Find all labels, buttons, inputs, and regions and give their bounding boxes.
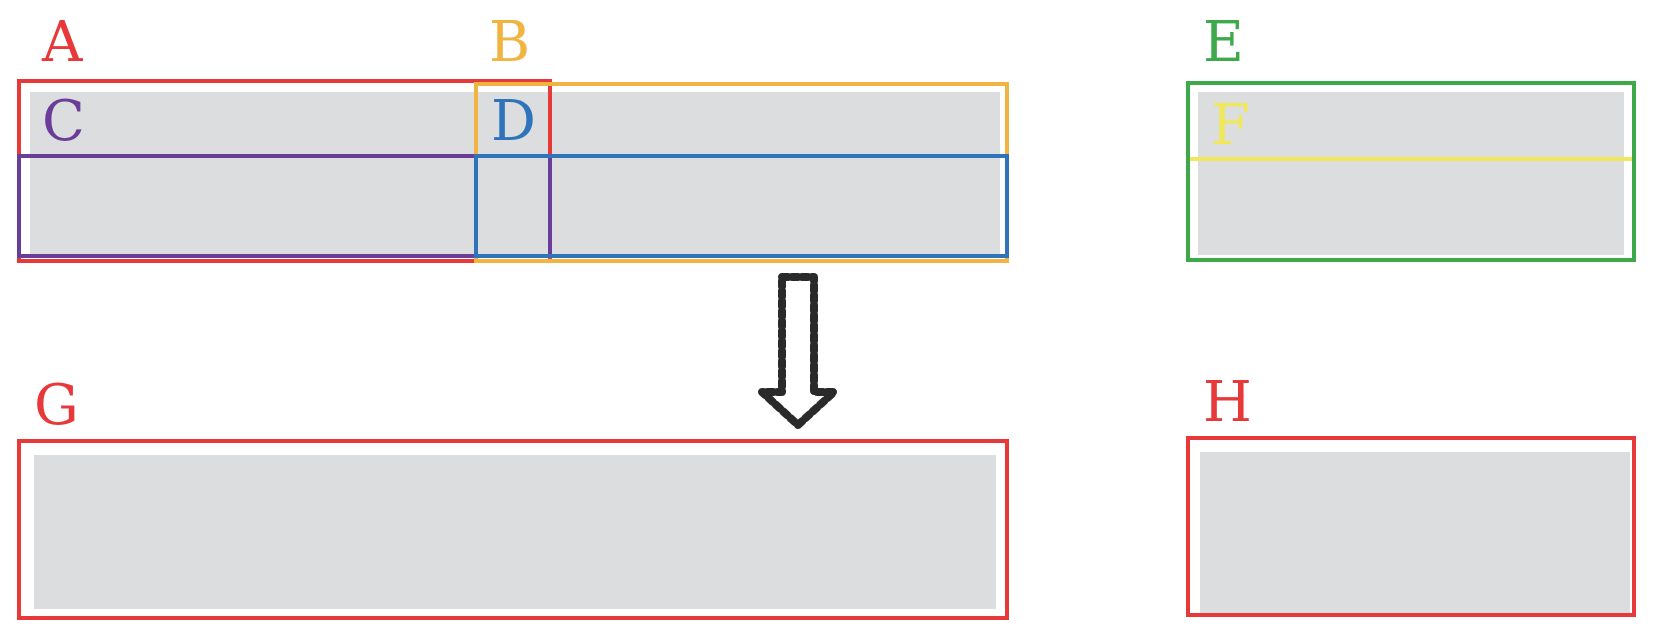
- region-e-outline: [1186, 81, 1636, 262]
- label-e: E: [1203, 10, 1244, 75]
- label-d: D: [491, 89, 536, 154]
- label-h: H: [1203, 370, 1252, 435]
- region-g-outline: [17, 439, 1009, 620]
- bottom-left-gray-area: [34, 455, 996, 609]
- region-c-outline: [17, 154, 552, 258]
- top-right-gray-area: [1198, 92, 1624, 255]
- label-a: A: [41, 10, 83, 75]
- dotted-down-arrow-icon: [758, 273, 838, 429]
- label-b: B: [489, 10, 530, 75]
- label-g: G: [34, 373, 79, 438]
- label-f: F: [1211, 93, 1250, 158]
- top-left-gray-area: [30, 92, 1000, 255]
- region-h-outline: [1186, 436, 1636, 617]
- bottom-right-gray-area: [1200, 452, 1630, 615]
- label-c: C: [42, 89, 85, 154]
- region-d-outline: [474, 154, 1009, 258]
